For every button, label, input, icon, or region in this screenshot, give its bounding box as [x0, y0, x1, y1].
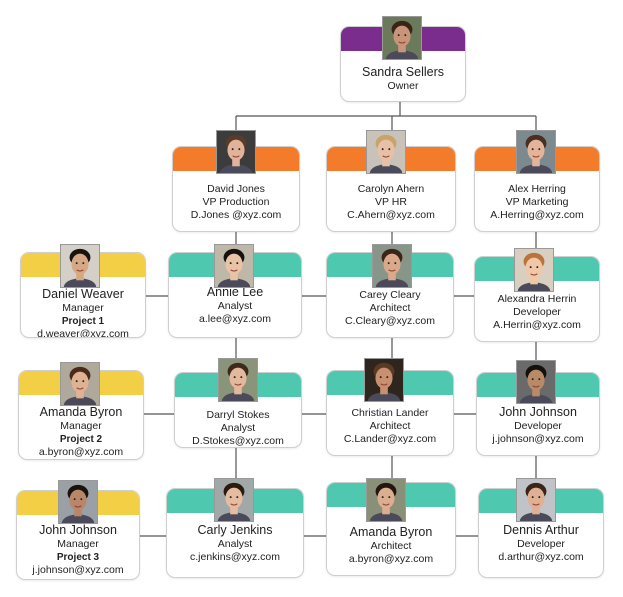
vp-title: VP HR	[375, 196, 407, 208]
avatar	[364, 358, 404, 402]
avatar	[366, 478, 406, 522]
avatar	[382, 16, 422, 60]
vp-name: Alex Herring	[508, 183, 566, 195]
staff-title: Architect	[369, 302, 411, 314]
manager-title: Manager	[62, 302, 104, 314]
staff-card[interactable]: Carey Cleary Architect C.Cleary@xyz.com	[326, 252, 454, 338]
avatar	[214, 478, 254, 522]
staff-email: D.Stokes@xyz.com	[192, 435, 284, 447]
manager-title: Manager	[60, 420, 102, 432]
owner-name: Sandra Sellers	[362, 65, 444, 79]
owner-title: Owner	[387, 80, 419, 92]
avatar	[372, 244, 412, 288]
staff-title: Developer	[513, 306, 561, 318]
staff-name: Dennis Arthur	[503, 523, 579, 537]
vp-email: C.Ahern@xyz.com	[347, 209, 435, 221]
staff-title: Architect	[370, 540, 412, 552]
vp-title: VP Production	[202, 196, 270, 208]
staff-title: Analyst	[220, 422, 256, 434]
staff-title: Analyst	[217, 300, 253, 312]
staff-name: Carey Cleary	[359, 289, 421, 301]
manager-project: Project 3	[56, 552, 100, 563]
avatar	[218, 358, 258, 402]
staff-title: Architect	[369, 420, 411, 432]
staff-title: Developer	[517, 538, 565, 550]
staff-email: A.Herrin@xyz.com	[493, 319, 581, 331]
manager-email: d.weaver@xyz.com	[37, 328, 129, 338]
vp-email: A.Herring@xyz.com	[490, 209, 584, 221]
avatar	[514, 248, 554, 292]
staff-name: John Johnson	[499, 405, 577, 419]
vp-name: Carolyn Ahern	[357, 183, 425, 195]
avatar	[58, 480, 98, 524]
staff-name: Darryl Stokes	[206, 409, 270, 421]
manager-project: Project 2	[59, 434, 103, 445]
manager-email: j.johnson@xyz.com	[32, 564, 124, 576]
staff-title: Developer	[514, 420, 562, 432]
staff-email: j.johnson@xyz.com	[492, 433, 584, 445]
avatar	[216, 130, 256, 174]
staff-name: Amanda Byron	[349, 525, 433, 539]
avatar	[60, 244, 100, 288]
staff-email: C.Cleary@xyz.com	[344, 315, 435, 327]
manager-email: a.byron@xyz.com	[38, 446, 124, 458]
vp-title: VP Marketing	[505, 196, 569, 208]
avatar	[60, 362, 100, 406]
manager-name: Amanda Byron	[39, 405, 123, 419]
manager-project: Project 1	[61, 316, 105, 327]
staff-name: Carly Jenkins	[197, 523, 273, 537]
avatar	[516, 360, 556, 404]
staff-email: a.lee@xyz.com	[199, 313, 271, 325]
staff-name: Annie Lee	[206, 285, 264, 299]
manager-name: Daniel Weaver	[42, 287, 124, 301]
vp-name: David Jones	[207, 183, 265, 195]
staff-name: Christian Lander	[351, 407, 429, 419]
staff-email: a.byron@xyz.com	[348, 553, 434, 565]
manager-title: Manager	[57, 538, 99, 550]
staff-card[interactable]: Darryl Stokes Analyst D.Stokes@xyz.com	[174, 372, 302, 448]
staff-name: Alexandra Herrin	[497, 293, 577, 305]
avatar	[366, 130, 406, 174]
staff-title: Analyst	[217, 538, 253, 550]
avatar	[516, 130, 556, 174]
avatar	[516, 478, 556, 522]
vp-email: D.Jones @xyz.com	[190, 209, 282, 221]
manager-name: John Johnson	[39, 523, 117, 537]
avatar	[214, 244, 254, 288]
staff-email: c.jenkins@xyz.com	[189, 551, 280, 563]
staff-email: d.arthur@xyz.com	[498, 551, 584, 563]
staff-email: C.Lander@xyz.com	[343, 433, 437, 445]
